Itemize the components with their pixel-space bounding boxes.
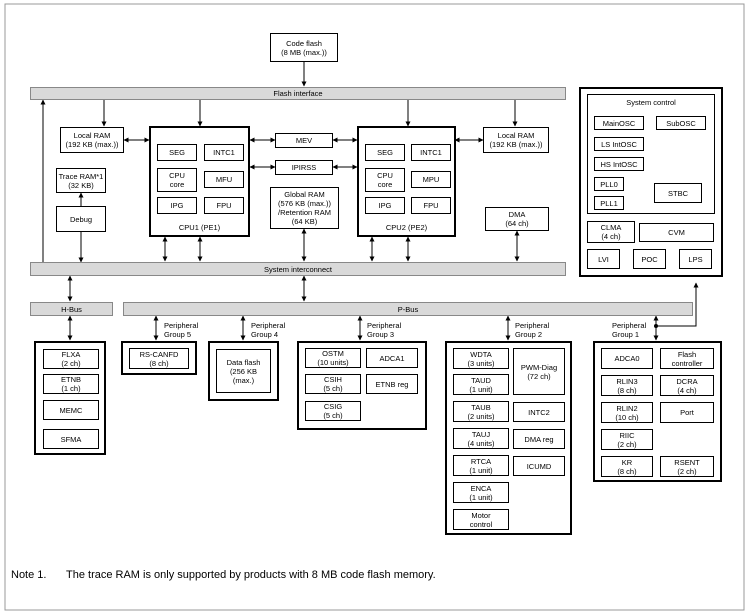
mev-block: MEV (275, 133, 333, 148)
cpu2-block: SEG INTC1 CPU core MPU IPG FPU CPU2 (PE2… (357, 126, 456, 237)
flxa-block: FLXA (2 ch) (43, 349, 99, 369)
group1-label: Peripheral Group 1 (612, 321, 647, 339)
cpu1-core: CPU core (157, 168, 197, 192)
port-block: Port (660, 402, 714, 423)
rlin2-block: RLIN2 (10 ch) (601, 402, 653, 423)
subosc-block: SubOSC (656, 116, 706, 130)
sfma-block: SFMA (43, 429, 99, 449)
icumd-block: ICUMD (513, 456, 565, 476)
peripheral-group-3: OSTM (10 units) ADCA1 CSIH (5 ch) ETNB r… (297, 341, 427, 430)
group2-label: Peripheral Group 2 (515, 321, 550, 339)
taud-block: TAUD (1 unit) (453, 374, 509, 395)
local-ram-right: Local RAM (192 KB (max.)) (483, 127, 549, 153)
system-control-title: System control (626, 98, 676, 107)
outer-frame (4, 3, 745, 611)
peripheral-group-4: Data flash (256 KB (max.) (208, 341, 279, 401)
enca-block: ENCA (1 unit) (453, 482, 509, 503)
system-interconnect-bus: System interconnect (30, 262, 566, 276)
h-bus: H-Bus (30, 302, 113, 316)
stbc-block: STBC (654, 183, 702, 203)
cpu2-core: CPU core (365, 168, 405, 192)
etnb-reg-block: ETNB reg (366, 374, 418, 394)
tauj-block: TAUJ (4 units) (453, 428, 509, 449)
rs-canfd-block: RS-CANFD (8 ch) (129, 348, 189, 369)
system-control-block: System control MainOSC SubOSC LS IntOSC … (579, 87, 723, 277)
cpu1-block: SEG INTC1 CPU core MFU IPG FPU CPU1 (PE1… (149, 126, 250, 237)
rtca-block: RTCA (1 unit) (453, 455, 509, 476)
csih-block: CSIH (5 ch) (305, 374, 361, 394)
hbus-peripheral-group: FLXA (2 ch) ETNB (1 ch) MEMC SFMA (34, 341, 106, 455)
taub-block: TAUB (2 units) (453, 401, 509, 422)
poc-block: POC (633, 249, 666, 269)
group3-label: Peripheral Group 3 (367, 321, 402, 339)
flash-controller-block: Flash controller (660, 348, 714, 369)
ipirss-block: IPIRSS (275, 160, 333, 175)
local-ram-left: Local RAM (192 KB (max.)) (60, 127, 124, 153)
rsent-block: RSENT (2 ch) (660, 456, 714, 477)
cpu1-fpu: FPU (204, 197, 244, 214)
lps-block: LPS (679, 249, 712, 269)
trace-ram-block: Trace RAM*1 (32 KB) (56, 168, 106, 193)
code-flash-block: Code flash (8 MB (max.)) (270, 33, 338, 62)
motor-control-block: Motor control (453, 509, 509, 530)
cpu1-ipg: IPG (157, 197, 197, 214)
group5-label: Peripheral Group 5 (164, 321, 199, 339)
wdta-block: WDTA (3 units) (453, 348, 509, 369)
memc-block: MEMC (43, 400, 99, 420)
cvm-block: CVM (639, 223, 714, 242)
cpu2-mpu: MPU (411, 171, 451, 188)
note-text: The trace RAM is only supported by produ… (66, 569, 436, 581)
peripheral-group-2: WDTA (3 units) PWM-Diag (72 ch) TAUD (1 … (445, 341, 572, 535)
debug-block: Debug (56, 206, 106, 232)
dma-block: DMA (64 ch) (485, 207, 549, 231)
cpu2-fpu: FPU (411, 197, 451, 214)
kr-block: KR (8 ch) (601, 456, 653, 477)
hs-intosc-block: HS IntOSC (594, 157, 644, 171)
adca1-block: ADCA1 (366, 348, 418, 368)
group4-label: Peripheral Group 4 (251, 321, 286, 339)
ostm-block: OSTM (10 units) (305, 348, 361, 368)
lvi-block: LVI (587, 249, 620, 269)
riic-block: RIIC (2 ch) (601, 429, 653, 450)
pwm-diag-block: PWM-Diag (72 ch) (513, 348, 565, 395)
intc2-block: INTC2 (513, 402, 565, 422)
rlin3-block: RLIN3 (8 ch) (601, 375, 653, 396)
mainosc-block: MainOSC (594, 116, 644, 130)
ls-intosc-block: LS IntOSC (594, 137, 644, 151)
cpu2-intc1: INTC1 (411, 144, 451, 161)
etnb-block: ETNB (1 ch) (43, 374, 99, 394)
data-flash-block: Data flash (256 KB (max.) (216, 349, 271, 393)
cpu2-ipg: IPG (365, 197, 405, 214)
note-number: Note 1. (11, 569, 47, 581)
global-ram-block: Global RAM (576 KB (max.)) /Retention RA… (270, 187, 339, 229)
cpu2-caption: CPU2 (PE2) (385, 223, 428, 232)
csig-block: CSIG (5 ch) (305, 401, 361, 421)
flash-interface-bus: Flash interface (30, 87, 566, 100)
system-control-inner: System control MainOSC SubOSC LS IntOSC … (587, 94, 715, 214)
cpu1-seg: SEG (157, 144, 197, 161)
cpu1-mfu: MFU (204, 171, 244, 188)
p-bus: P-Bus (123, 302, 693, 316)
adca0-block: ADCA0 (601, 348, 653, 369)
cpu1-caption: CPU1 (PE1) (178, 223, 221, 232)
cpu1-intc1: INTC1 (204, 144, 244, 161)
cpu2-seg: SEG (365, 144, 405, 161)
clma-block: CLMA (4 ch) (587, 221, 635, 243)
dcra-block: DCRA (4 ch) (660, 375, 714, 396)
peripheral-group-1: ADCA0 Flash controller RLIN3 (8 ch) DCRA… (593, 341, 722, 482)
pll1-block: PLL1 (594, 196, 624, 210)
dma-reg-block: DMA reg (513, 429, 565, 449)
pll0-block: PLL0 (594, 177, 624, 191)
peripheral-group-5: RS-CANFD (8 ch) (121, 341, 197, 375)
